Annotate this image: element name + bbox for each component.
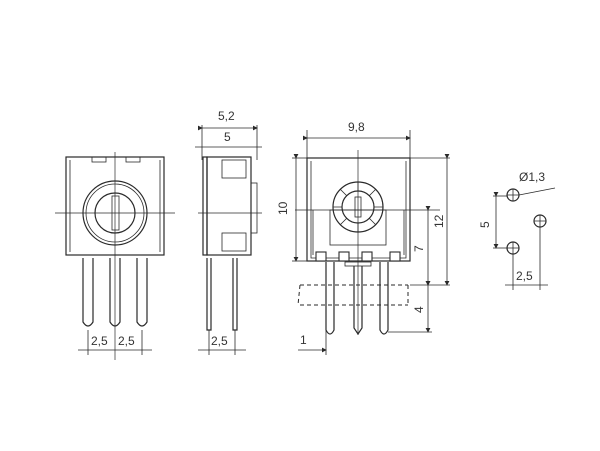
side-lower-tab xyxy=(221,232,247,252)
rear-pin-right xyxy=(379,262,389,335)
rear-view: 9,8 10 12 7 4 xyxy=(276,120,450,355)
front-pin-pitch-left-label: 2,5 xyxy=(91,334,108,348)
front-pin-left xyxy=(82,258,94,327)
rear-height-label: 10 xyxy=(276,201,290,215)
pcb-hole-bottom-cross xyxy=(507,242,519,254)
pcb-hole-right-cross xyxy=(534,215,546,227)
front-body-inner-edges xyxy=(69,160,161,252)
front-top-notch-right xyxy=(125,156,141,163)
rear-side-walls xyxy=(312,210,405,255)
pcb-hole-diameter-leader xyxy=(518,187,556,196)
side-pin-rear xyxy=(232,258,238,331)
rear-body-inner xyxy=(310,161,407,259)
front-pin-center xyxy=(109,258,121,327)
pcb-horizontal-pitch-label: 2,5 xyxy=(516,269,533,283)
rear-foot-3 xyxy=(361,251,373,262)
rear-pin-left xyxy=(325,262,335,335)
rear-pin-center xyxy=(353,266,363,336)
pcb-hole-diameter-label: Ø1,3 xyxy=(519,170,545,184)
side-body-outline xyxy=(206,156,252,256)
rear-foot-4 xyxy=(389,251,401,262)
side-body-depth-label: 5 xyxy=(224,130,231,144)
front-pin-right xyxy=(136,258,148,327)
side-front-plate xyxy=(202,156,208,256)
side-view: 5,2 5 2,5 xyxy=(195,109,262,355)
front-top-notch-left xyxy=(91,156,107,163)
rear-width-label: 9,8 xyxy=(348,120,365,134)
pcb-vertical-pitch-label: 5 xyxy=(478,221,492,228)
front-view: 2,5 2,5 xyxy=(55,152,175,360)
side-upper-tab xyxy=(221,159,247,179)
rear-axis-height-label: 7 xyxy=(412,245,426,252)
rear-foot-2 xyxy=(338,251,350,262)
rear-pcb-outline-dashed xyxy=(297,284,409,306)
rear-foot-1 xyxy=(315,251,327,262)
rear-pin-offset-label: 1 xyxy=(300,333,307,347)
side-overall-depth-label: 5,2 xyxy=(218,109,235,123)
pcb-hole-top-cross xyxy=(507,189,519,201)
rear-total-height-label: 12 xyxy=(432,214,446,228)
side-rear-boss xyxy=(250,182,258,234)
rear-pin-collar xyxy=(344,261,372,267)
rear-body-outline xyxy=(306,157,411,262)
pcb-hole-layout: Ø1,3 5 2,5 xyxy=(478,170,556,290)
side-pin-pitch-label: 2,5 xyxy=(211,334,228,348)
rear-pin-length-label: 4 xyxy=(412,306,426,313)
front-pin-pitch-right-label: 2,5 xyxy=(118,334,135,348)
side-pin-front xyxy=(206,258,212,331)
